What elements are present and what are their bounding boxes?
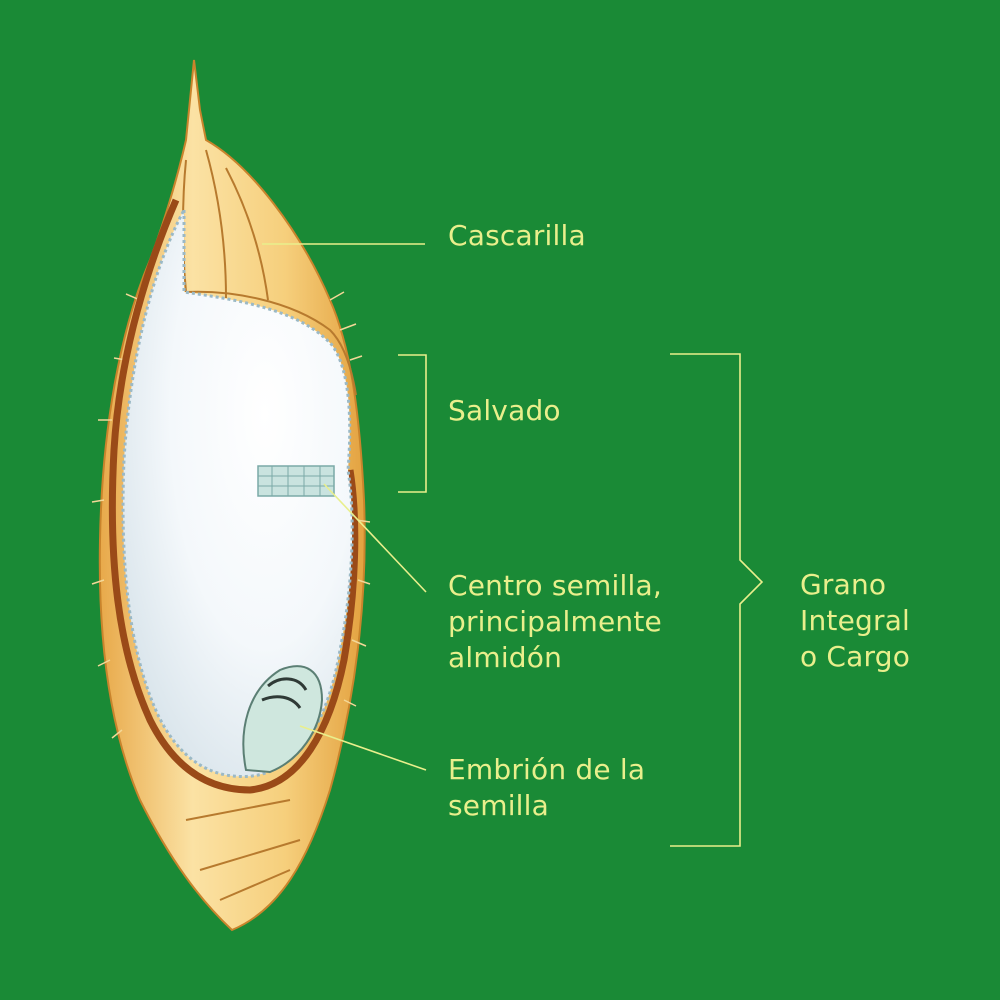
label-grano-line-3: o Cargo (800, 640, 911, 673)
cell-texture (257, 465, 335, 497)
leader-embrion (299, 725, 427, 771)
bran-layer (108, 198, 359, 794)
label-centro-line-1: Centro semilla, (448, 569, 662, 602)
cell-grid (258, 466, 334, 496)
label-grano-integral: Grano Integral o Cargo (800, 567, 910, 675)
label-embrion-line-1: Embrión de la (448, 753, 646, 786)
label-grano-line-2: Integral (800, 604, 911, 637)
label-embrion-line-2: semilla (448, 789, 549, 822)
embryo (242, 665, 324, 774)
embryo-detail (261, 677, 308, 709)
label-centro-line-3: almidón (448, 641, 563, 674)
label-cascarilla: Cascarilla (448, 218, 586, 254)
endosperm (121, 209, 354, 778)
label-centro-semilla: Centro semilla, principalmente almidón (448, 568, 662, 676)
leader-centro (323, 483, 427, 593)
husk-hairs (91, 291, 371, 739)
bracket-grano (670, 353, 764, 847)
label-salvado-text: Salvado (448, 394, 561, 427)
leader-lines (262, 243, 764, 847)
label-embrion: Embrión de la semilla (448, 752, 645, 824)
label-grano-line-1: Grano (800, 568, 887, 601)
label-centro-line-2: principalmente (448, 605, 662, 638)
bracket-salvado (398, 354, 427, 493)
husk-segments (182, 149, 357, 901)
label-cascarilla-text: Cascarilla (448, 219, 586, 252)
label-salvado: Salvado (448, 393, 561, 429)
